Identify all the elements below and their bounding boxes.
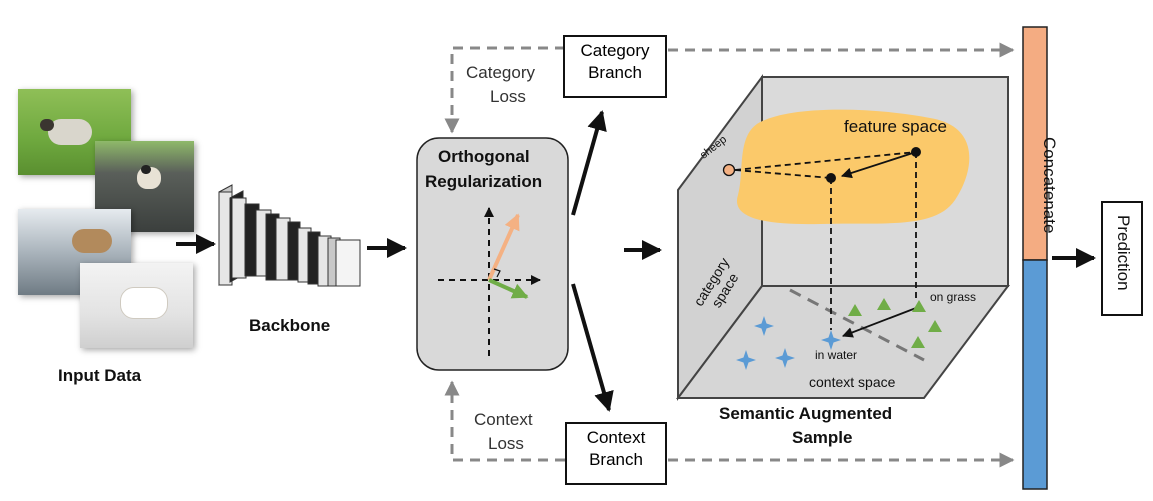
backbone-layers [218, 184, 361, 287]
on-grass-label: on grass [930, 290, 977, 304]
category-feature-bar [1022, 26, 1048, 261]
category-loss-line2: Loss [490, 87, 526, 106]
context-loss-line2: Loss [488, 434, 524, 453]
water-stars [736, 316, 841, 370]
orthogonal-axes [438, 207, 541, 356]
context-branch-line2: Branch [589, 450, 643, 469]
sheep-head [40, 119, 54, 131]
context-branch-box: Context Branch [565, 422, 667, 485]
feature-space-label: feature space [844, 117, 948, 136]
sheep-head [141, 165, 151, 174]
feature-point-a [911, 147, 921, 157]
concatenate-label: Concatenate [1040, 137, 1059, 234]
category-loss-line1: Category [466, 63, 535, 82]
in-water-label: in water [815, 348, 858, 362]
semantic-label-line2: Sample [792, 428, 853, 447]
context-vector [488, 278, 529, 299]
context-loss-route [444, 380, 1015, 468]
goat-shape [120, 287, 168, 319]
category-branch-line1: Category [580, 41, 650, 60]
prediction-label: Prediction [1114, 215, 1133, 291]
category-loss-route [444, 42, 1015, 134]
input-image-goat-snow [80, 263, 193, 348]
feature-space-blob [736, 109, 970, 225]
sheep-shape [48, 119, 92, 145]
to-context-branch-arrow [571, 283, 614, 412]
prediction-box: Prediction [1101, 201, 1143, 316]
context-space-label: context space [809, 374, 896, 390]
orthogonal-regularization-box [416, 137, 569, 371]
orthogonal-title-line1: Orthogonal [438, 147, 530, 166]
grass-triangles [848, 298, 942, 348]
semantic-space [676, 73, 1010, 401]
context-feature-bar [1022, 259, 1048, 490]
category-vector [487, 213, 520, 281]
category-branch-line2: Branch [588, 63, 642, 82]
category-branch-box: Category Branch [563, 35, 667, 98]
context-loss-line1: Context [474, 410, 533, 429]
feature-point-b [826, 173, 836, 183]
orthogonal-title-line2: Regularization [425, 172, 543, 191]
backbone-label: Backbone [249, 316, 331, 335]
sheep-shape [72, 229, 112, 253]
input-data-label: Input Data [58, 366, 142, 385]
sheep-point [722, 163, 736, 177]
to-category-branch-arrow [571, 110, 607, 216]
semantic-label-line1: Semantic Augmented [719, 404, 893, 423]
right-angle-mark [493, 268, 501, 278]
context-branch-line1: Context [586, 428, 646, 447]
